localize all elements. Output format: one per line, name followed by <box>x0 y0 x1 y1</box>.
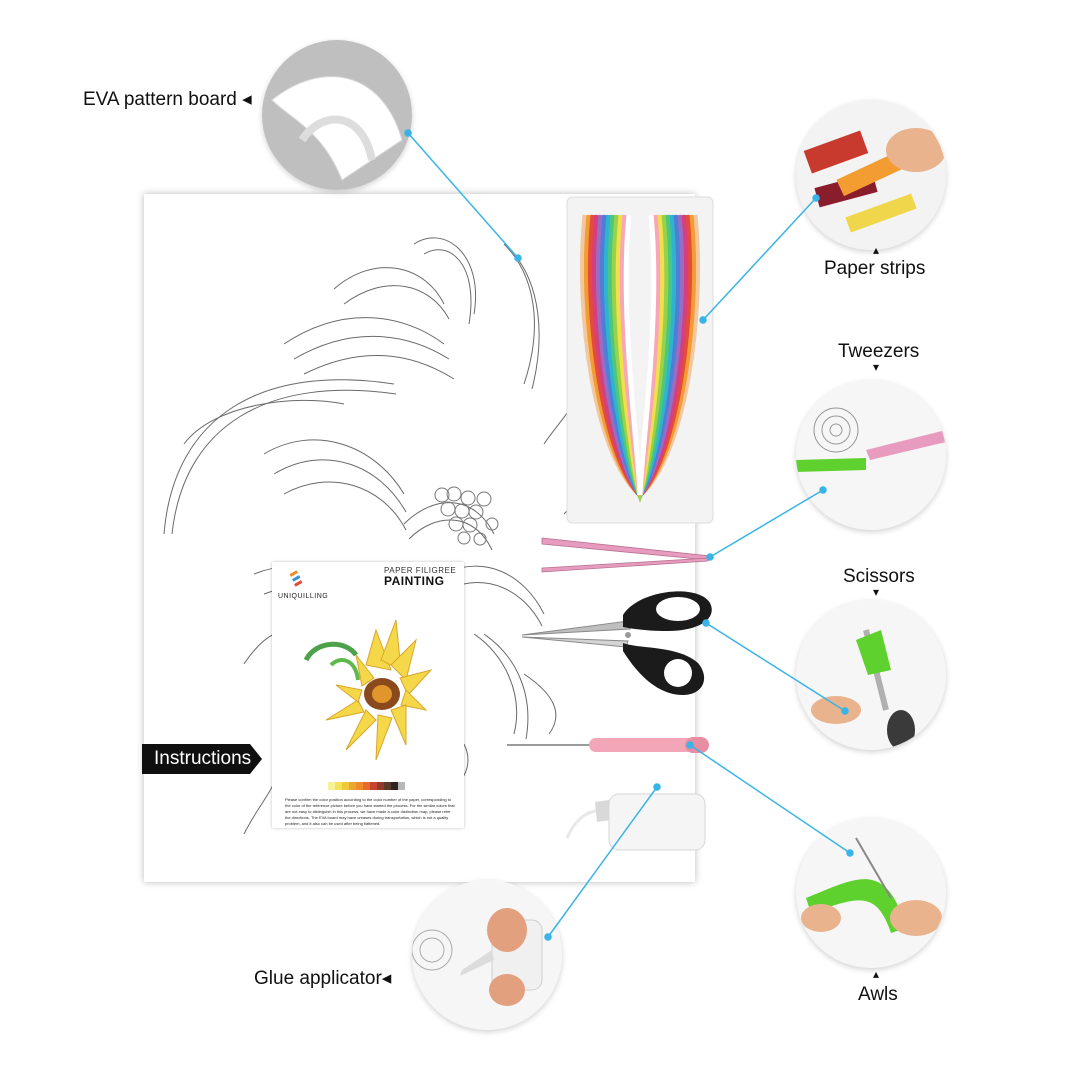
color-swatch-row <box>328 777 412 790</box>
color-swatch <box>405 782 412 790</box>
color-swatch <box>349 782 356 790</box>
eva-board-photo <box>262 40 412 190</box>
color-swatch <box>342 782 349 790</box>
tweezers-label: Tweezers <box>838 341 920 362</box>
paper-strips-pointer-icon: ▴ <box>873 243 880 257</box>
color-swatch <box>363 782 370 790</box>
awl-tool <box>505 734 715 756</box>
sunflower-line-art <box>163 237 589 835</box>
uniquilling-logo-icon <box>288 570 306 588</box>
color-swatch <box>328 782 335 790</box>
color-swatch <box>384 782 391 790</box>
color-swatch <box>335 782 342 790</box>
paper-strip <box>623 214 657 496</box>
tweezers-tool <box>540 530 720 574</box>
scissors-pointer-icon: ▾ <box>873 585 880 599</box>
awls-label: Awls <box>858 984 898 1005</box>
glue-bottle <box>565 780 715 852</box>
color-swatch <box>398 782 405 790</box>
colored-sunflower-reference <box>296 610 446 770</box>
tweezers-photo <box>796 380 946 530</box>
color-swatch <box>377 782 384 790</box>
brand-name: UNIQUILLING <box>278 593 329 600</box>
tweezers-pointer-icon: ▾ <box>873 360 880 374</box>
glue-applicator-photo <box>412 880 562 1030</box>
card-title-small: PAPER FILIGREE <box>384 566 457 575</box>
scissors-photo <box>796 600 946 750</box>
color-swatch <box>391 782 398 790</box>
paper-strips-pack <box>565 195 715 525</box>
paper-strips-label: Paper strips <box>824 258 926 279</box>
card-title-big: PAINTING <box>384 574 445 588</box>
color-swatch <box>356 782 363 790</box>
instruction-text: Please confirm the color position accord… <box>285 797 455 826</box>
scissors-tool <box>518 585 718 705</box>
awls-pointer-icon: ▴ <box>873 967 880 981</box>
paper-strips-photo <box>796 100 946 250</box>
glue-applicator-label: Glue applicator◂ <box>254 968 392 989</box>
instructions-tag: Instructions <box>142 744 262 774</box>
eva-board-label: EVA pattern board ◂ <box>83 89 252 110</box>
pointer-left-icon: ◂ <box>381 968 392 989</box>
scissors-label: Scissors <box>843 566 915 587</box>
pointer-left-icon: ◂ <box>242 89 252 110</box>
awls-photo <box>796 818 946 968</box>
color-swatch <box>370 782 377 790</box>
